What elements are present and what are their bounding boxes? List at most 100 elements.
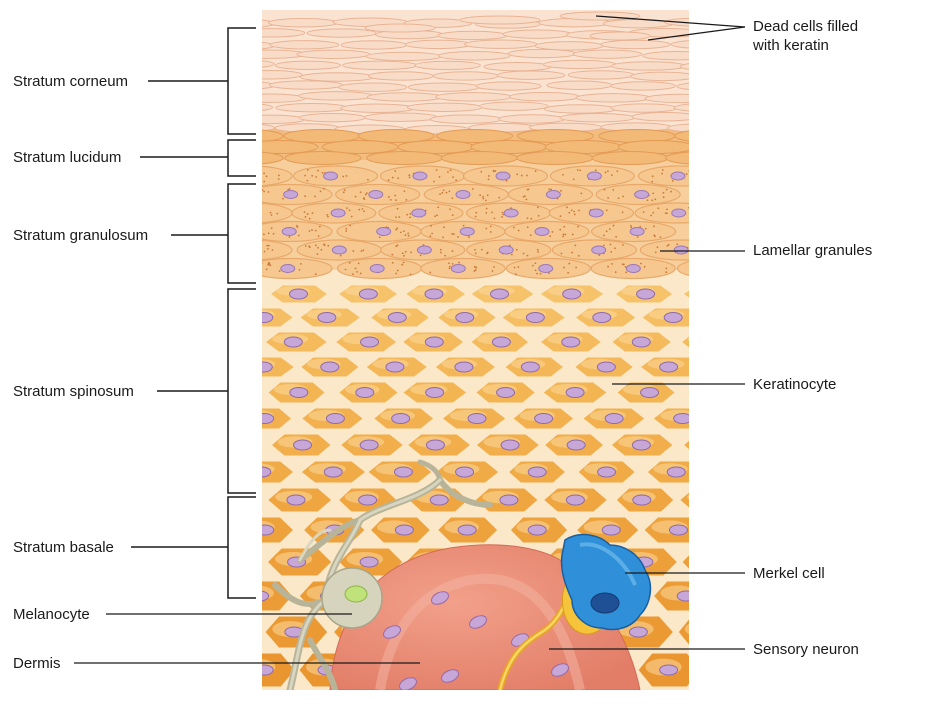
dead-cell — [483, 61, 552, 72]
melanocyte-cell — [272, 459, 493, 690]
lucidum-cells — [262, 129, 689, 165]
dead-cell — [435, 92, 512, 102]
label-dead-cells-line1: Dead cells filled — [753, 18, 859, 35]
leader-dead-cells-1 — [595, 15, 746, 28]
dead-cell — [262, 41, 276, 50]
granulosum-cell — [507, 183, 594, 206]
keratinocyte-cell — [467, 329, 532, 355]
granulosum-cell — [378, 202, 464, 224]
dead-cell — [269, 80, 344, 90]
granulosum-cell — [548, 202, 634, 224]
label-lamellar-granules: Lamellar granules — [753, 242, 873, 259]
keratinocyte-cell — [262, 578, 296, 614]
dead-cell — [262, 114, 306, 125]
dead-cell — [338, 82, 408, 92]
dead-cell — [363, 112, 438, 122]
keratinocyte-cell — [498, 305, 569, 330]
keratinocyte-cell — [571, 354, 637, 380]
keratinocyte-cell — [262, 630, 263, 634]
dead-cell — [262, 70, 303, 80]
keratinocyte-cell — [640, 514, 689, 546]
dead-cell-flake — [459, 15, 541, 25]
keratinocyte-cell — [402, 282, 470, 306]
bracket-lucidum — [140, 139, 256, 177]
merkel-cell-shape — [560, 533, 652, 631]
granulosum-cell — [639, 239, 689, 261]
dead-cell — [306, 28, 377, 38]
dead-cell — [679, 63, 689, 70]
dead-cell — [342, 60, 418, 71]
dead-cell — [414, 60, 481, 71]
dermis-nucleus — [399, 677, 417, 690]
keratinocyte-cell — [262, 613, 331, 651]
corneum-cells — [262, 11, 689, 135]
leader-lines — [74, 15, 746, 664]
keratinocyte-cell — [537, 329, 605, 355]
keratinocyte-cell — [636, 354, 689, 380]
keratinocyte-cell — [505, 458, 569, 486]
dead-cell — [534, 41, 604, 51]
dead-cell — [667, 123, 689, 133]
keratinocyte-cell — [644, 458, 689, 486]
granulosum-cell — [637, 165, 689, 187]
keratinocyte-cell — [679, 551, 689, 573]
dead-cell — [296, 49, 371, 60]
dead-cell — [475, 81, 542, 91]
dead-cell — [269, 40, 340, 50]
keratinocyte-cell — [431, 354, 499, 380]
lucidum-cell — [284, 151, 362, 165]
keratinocyte-cell — [571, 305, 640, 330]
keratinocyte-cell — [473, 431, 543, 459]
granulosum-cell — [595, 183, 681, 206]
granulosum-cell — [549, 165, 635, 187]
dead-cell — [610, 81, 676, 91]
keratinocyte-cell — [298, 405, 367, 432]
dead-cell — [340, 103, 415, 113]
dead-cell — [298, 112, 366, 123]
granulosum-cell — [292, 165, 379, 187]
dermis-nucleus — [469, 615, 487, 629]
granulosum-cell — [590, 220, 677, 243]
keratinocyte-cell — [540, 485, 611, 515]
keratinocyte-cell — [262, 405, 295, 432]
granulosum-cell — [296, 239, 382, 261]
dead-cell — [644, 93, 689, 104]
dead-cell — [642, 51, 689, 61]
bracket-corneum — [148, 27, 256, 135]
dead-cell — [676, 82, 689, 91]
granulosum-cell — [336, 257, 423, 280]
keratinocyte-cell — [367, 305, 433, 330]
keratinocyte-cell — [262, 558, 265, 566]
keratinocyte-cell — [399, 379, 471, 406]
granulosum-cell — [262, 220, 333, 243]
dead-cell — [575, 93, 652, 103]
keratinocyte-cell — [579, 405, 649, 432]
dead-cell — [262, 60, 275, 68]
dead-cell — [600, 39, 671, 50]
dead-cell — [368, 71, 434, 81]
layer-brackets — [131, 27, 256, 599]
lucidum-cell — [262, 140, 319, 154]
label-melanocyte: Melanocyte — [13, 606, 90, 623]
granulosum-cell — [262, 183, 333, 206]
granulosum-cell — [379, 165, 466, 187]
dead-cell — [262, 28, 306, 38]
keratinocyte-cell — [262, 292, 263, 296]
keratinocyte-cell — [679, 287, 689, 301]
dead-cell — [631, 112, 689, 122]
keratinocyte-cell — [613, 485, 677, 515]
keratinocyte-cell — [608, 431, 677, 459]
keratinocyte-cell — [262, 329, 331, 355]
dead-cell — [275, 102, 349, 113]
keratinocyte-cell — [611, 282, 677, 306]
keratinocyte-cell — [362, 354, 431, 380]
dead-cell — [610, 103, 678, 113]
dead-cell — [670, 40, 689, 49]
keratinocyte-cell — [367, 514, 434, 546]
keratinocyte-cell — [296, 305, 364, 330]
dead-cell — [572, 49, 643, 59]
granulosum-cell — [676, 261, 689, 276]
lucidum-cell — [262, 129, 284, 143]
granulosum-cell — [462, 165, 549, 187]
dead-cell — [406, 102, 483, 113]
